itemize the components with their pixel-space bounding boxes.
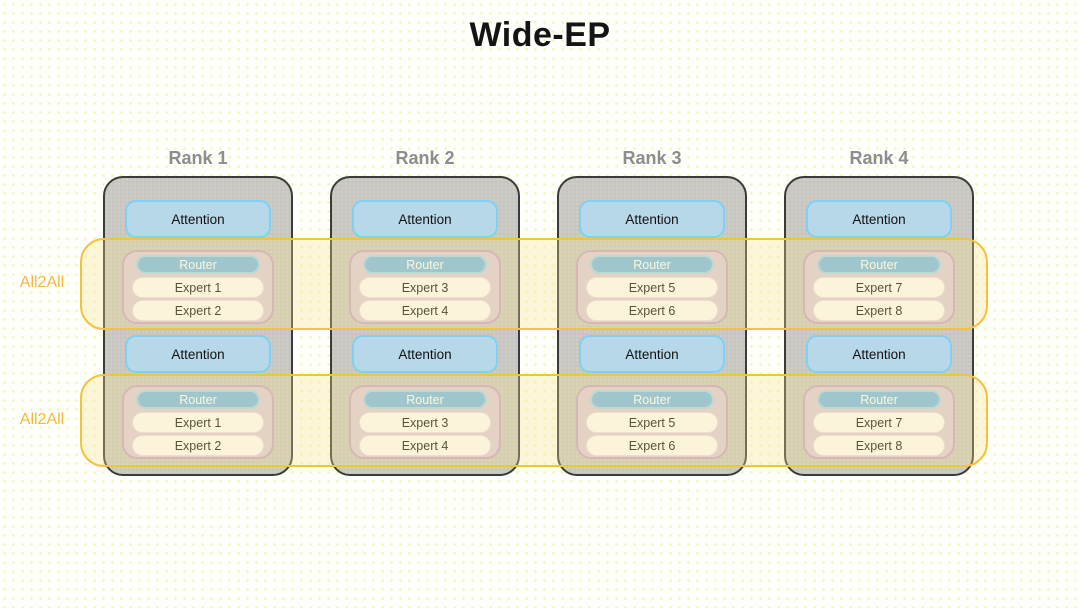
- router-block: Router: [817, 390, 941, 409]
- expert-block: Expert 4: [359, 435, 491, 456]
- attention-block: Attention: [806, 200, 952, 238]
- attention-block: Attention: [125, 335, 271, 373]
- expert-block: Expert 3: [359, 277, 491, 298]
- moe-block: Router Expert 3 Expert 4: [349, 385, 501, 459]
- rank-4-title: Rank 4: [849, 148, 909, 168]
- router-block: Router: [590, 255, 714, 274]
- moe-block: Router Expert 1 Expert 2: [122, 385, 274, 459]
- moe-block: Router Expert 7 Expert 8: [803, 250, 955, 324]
- expert-block: Expert 4: [359, 300, 491, 321]
- expert-block: Expert 5: [586, 277, 718, 298]
- expert-block: Expert 8: [813, 300, 945, 321]
- expert-block: Expert 5: [586, 412, 718, 433]
- router-block: Router: [136, 390, 260, 409]
- attention-block: Attention: [125, 200, 271, 238]
- attention-block: Attention: [352, 335, 498, 373]
- rank-1-box: Attention Router Expert 1 Expert 2 Atten…: [103, 176, 293, 476]
- expert-block: Expert 2: [132, 300, 264, 321]
- rank-3-title: Rank 3: [622, 148, 682, 168]
- rank-3-box: Attention Router Expert 5 Expert 6 Atten…: [557, 176, 747, 476]
- router-block: Router: [363, 390, 487, 409]
- rank-4-box: Attention Router Expert 7 Expert 8 Atten…: [784, 176, 974, 476]
- expert-block: Expert 1: [132, 277, 264, 298]
- attention-block: Attention: [579, 200, 725, 238]
- page-title: Wide-EP: [469, 16, 611, 54]
- expert-block: Expert 1: [132, 412, 264, 433]
- all2all-label-1: All2All: [19, 274, 65, 291]
- moe-block: Router Expert 1 Expert 2: [122, 250, 274, 324]
- expert-block: Expert 3: [359, 412, 491, 433]
- expert-block: Expert 8: [813, 435, 945, 456]
- expert-block: Expert 6: [586, 300, 718, 321]
- attention-block: Attention: [806, 335, 952, 373]
- moe-block: Router Expert 5 Expert 6: [576, 385, 728, 459]
- rank-1-title: Rank 1: [168, 148, 228, 168]
- attention-block: Attention: [352, 200, 498, 238]
- router-block: Router: [136, 255, 260, 274]
- expert-block: Expert 6: [586, 435, 718, 456]
- router-block: Router: [363, 255, 487, 274]
- all2all-label-2: All2All: [19, 411, 65, 428]
- moe-block: Router Expert 7 Expert 8: [803, 385, 955, 459]
- moe-block: Router Expert 5 Expert 6: [576, 250, 728, 324]
- rank-2-title: Rank 2: [395, 148, 455, 168]
- attention-block: Attention: [579, 335, 725, 373]
- expert-block: Expert 2: [132, 435, 264, 456]
- rank-2-box: Attention Router Expert 3 Expert 4 Atten…: [330, 176, 520, 476]
- moe-block: Router Expert 3 Expert 4: [349, 250, 501, 324]
- expert-block: Expert 7: [813, 412, 945, 433]
- router-block: Router: [590, 390, 714, 409]
- expert-block: Expert 7: [813, 277, 945, 298]
- router-block: Router: [817, 255, 941, 274]
